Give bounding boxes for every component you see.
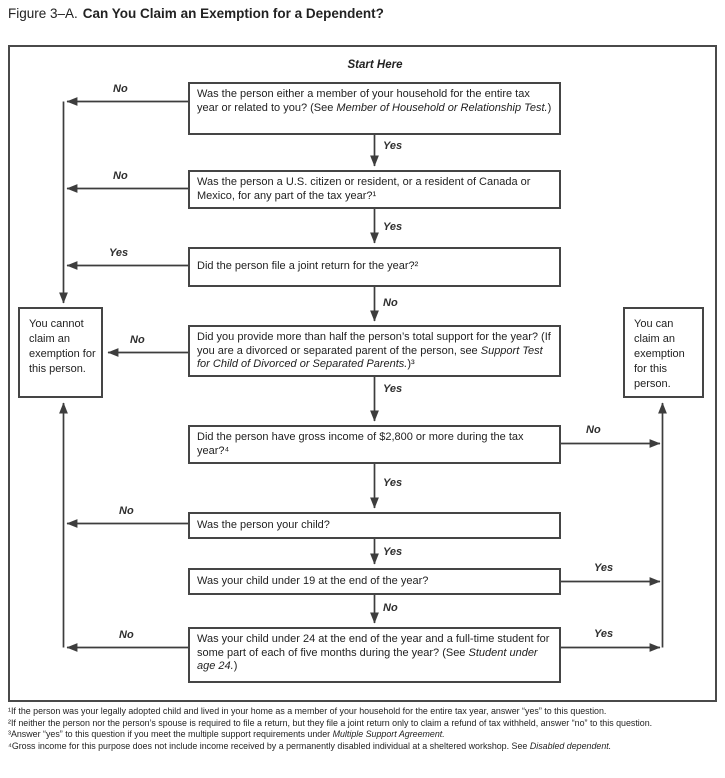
edge-label-q2-no: No (113, 170, 128, 182)
edge-label-q4-yes: Yes (383, 383, 403, 395)
edge-label-q1-no: No (113, 83, 128, 95)
edge-label-q7-no: No (383, 602, 398, 614)
question-box-3: Did the person file a joint return for t… (188, 247, 561, 287)
question-box-4: Did you provide more than half the perso… (188, 325, 561, 377)
edge-label-q7-yes: Yes (594, 562, 614, 574)
edge-label-q4-no: No (130, 334, 145, 346)
question-box-8: Was your child under 24 at the end of th… (188, 627, 561, 683)
question-box-2: Was the person a U.S. citizen or residen… (188, 170, 561, 209)
question-box-1: Was the person either a member of your h… (188, 82, 561, 135)
footnotes: ¹If the person was your legally adopted … (8, 706, 719, 752)
footnote-2: ²If neither the person nor the person’s … (8, 717, 653, 728)
start-here-label: Start Here (347, 59, 403, 71)
figure-title: Figure 3–A. Can You Claim an Exemption fo… (8, 6, 384, 21)
footnote-3: ³Answer “yes” to this question if you me… (8, 729, 445, 740)
footnote-4: ⁴Gross income for this purpose does not … (8, 740, 612, 751)
question-box-7: Was your child under 19 at the end of th… (188, 568, 561, 595)
edge-label-q6-yes: Yes (383, 546, 403, 558)
question-box-6: Was the person your child? (188, 512, 561, 539)
edge-label-q5-no: No (586, 424, 601, 436)
figure-number: Figure 3–A. (8, 6, 78, 21)
edge-label-q8-yes: Yes (594, 628, 614, 640)
edge-label-q6-no: No (119, 505, 134, 517)
edge-label-q2-yes: Yes (383, 221, 403, 233)
edge-label-q1-yes: Yes (383, 140, 403, 152)
question-box-5: Did the person have gross income of $2,8… (188, 425, 561, 464)
result-box-cannot: You cannot claim an exemption for this p… (18, 307, 103, 398)
edge-label-q8-no: No (119, 629, 134, 641)
result-box-can: You can claim an exemption for this pers… (623, 307, 704, 398)
edge-label-q3-yes: Yes (109, 247, 129, 259)
footnote-1: ¹If the person was your legally adopted … (8, 706, 607, 716)
edge-label-q5-yes: Yes (383, 477, 403, 489)
figure-heading: Can You Claim an Exemption for a Depende… (82, 6, 384, 21)
edge-label-q3-no: No (383, 297, 398, 309)
